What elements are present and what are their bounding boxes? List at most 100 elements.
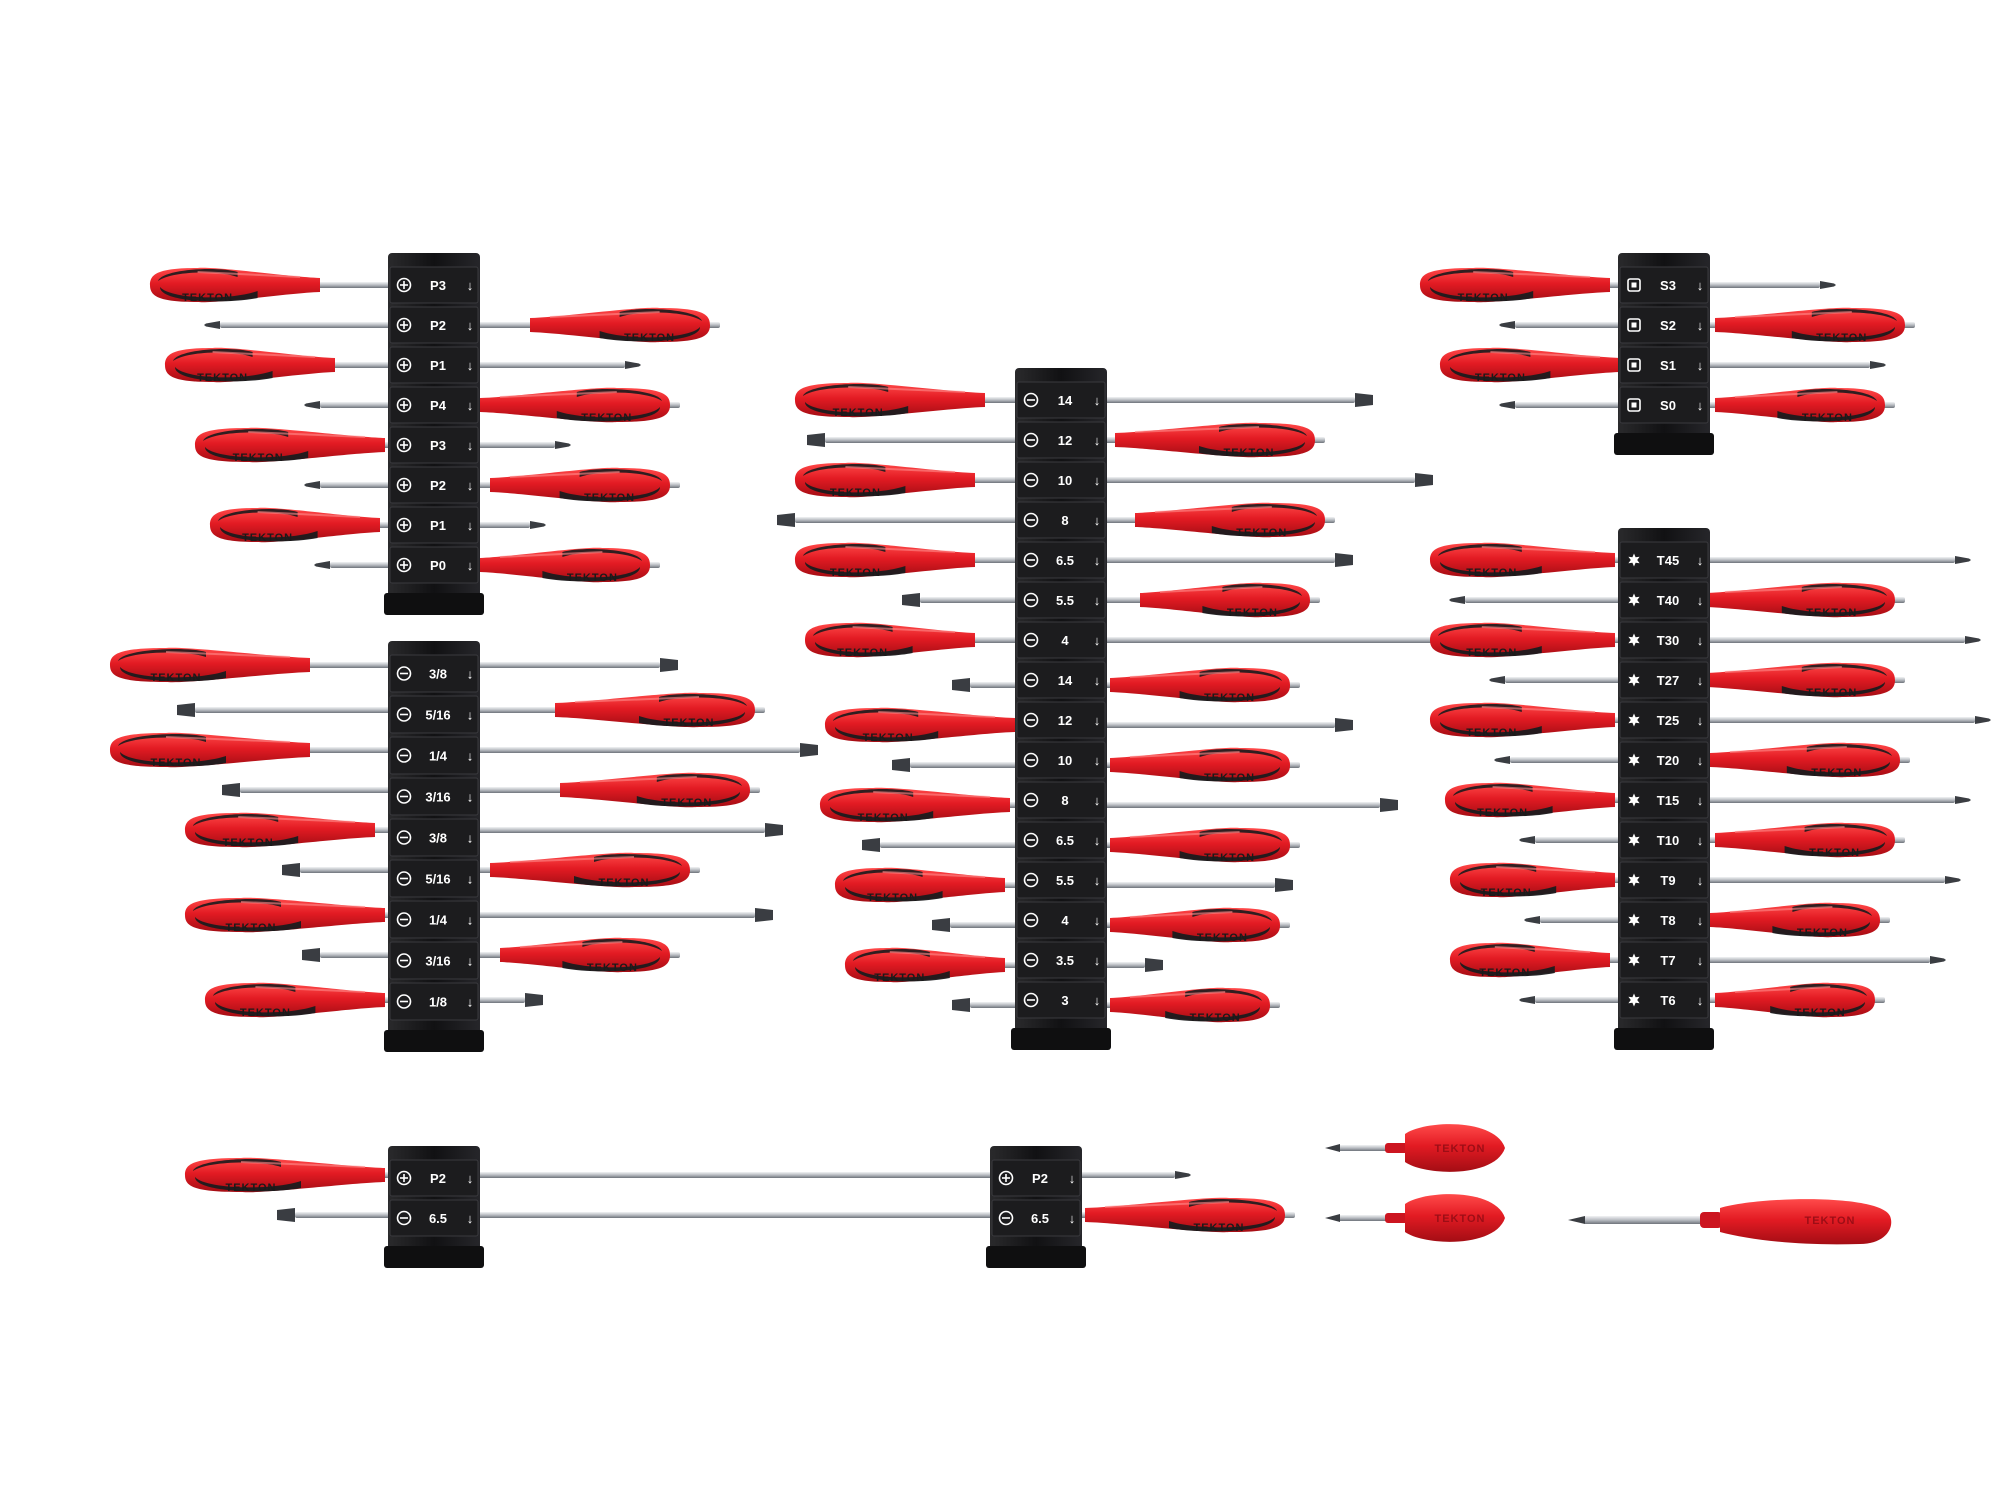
rack-label-text: T8 [1660,913,1675,928]
down-arrow-icon: ↓ [1697,713,1704,728]
down-arrow-icon: ↓ [1094,953,1101,968]
down-arrow-icon: ↓ [467,558,474,573]
rack-label-text: P3 [430,278,446,293]
rack-label-text: S1 [1660,358,1676,373]
rack-label-text: 8 [1061,793,1068,808]
brand-logo: TEKTON [1806,687,1857,699]
torx-icon [1628,553,1640,567]
rack-label: 6.5↓ [389,1199,479,1237]
square-screwdriver: TEKTON [1440,347,1886,384]
rack-label: P3↓ [389,266,479,304]
phillips-screwdriver: TEKTON [210,507,546,544]
brand-logo: TEKTON [661,797,712,809]
slotted-icon [1023,752,1039,768]
down-arrow-icon: ↓ [1094,833,1101,848]
down-arrow-icon: ↓ [467,318,474,333]
slotted-icon [396,789,412,804]
phillips-icon [998,1170,1014,1186]
slotted-icon [396,748,412,763]
rack-label-text: 6.5 [1056,833,1074,848]
rack-label-text: 6.5 [429,1211,447,1226]
rack-label: T9↓ [1619,861,1709,899]
down-arrow-icon: ↓ [1697,398,1704,413]
slotted-screwdriver: TEKTON [820,787,1398,824]
brand-logo: TEKTON [1204,692,1255,704]
brand-logo: TEKTON [242,532,293,544]
rack-phillips: P3↓P2↓P1↓P4↓P3↓P2↓P1↓P0↓ [384,253,484,615]
rack-slotted-metric: 14↓12↓10↓8↓6.5↓5.5↓4↓14↓12↓10↓8↓6.5↓5.5↓… [1011,368,1111,1050]
square-screwdriver: TEKTON [1499,307,1915,344]
rack-label: T27↓ [1619,661,1709,699]
phillips-icon [396,517,412,533]
slotted-icon [396,666,412,681]
rack-label: 5/16↓ [389,859,479,898]
phillips-screwdriver: TEKTON [150,267,416,304]
rack-torx: T45↓T40↓T30↓T27↓T25↓T20↓T15↓T10↓T9↓T8↓T7… [1614,528,1714,1050]
rack-label-text: 5/16 [425,708,450,723]
rack-label-text: P2 [1032,1171,1048,1186]
down-arrow-icon: ↓ [467,1171,474,1186]
down-arrow-icon: ↓ [1094,873,1101,888]
slotted-screwdriver: TEKTON [845,947,1163,984]
brand-logo: TEKTON [1816,332,1867,344]
rack-label: 1/8↓ [389,982,479,1021]
slotted-icon [396,830,412,845]
rack-label: 10↓ [1016,461,1106,499]
down-arrow-icon: ↓ [1697,358,1704,373]
brand-logo: TEKTON [150,757,201,769]
rack-label-text: 1/8 [429,995,447,1010]
rack-label-text: T6 [1660,993,1675,1008]
rack-label-text: P4 [430,398,447,413]
rack-label: T8↓ [1619,901,1709,939]
brand-logo: TEKTON [1809,847,1860,859]
rack-label: S3↓ [1619,266,1709,304]
rack-label-text: 6.5 [1031,1211,1049,1226]
brand-logo: TEKTON [624,332,675,344]
brand-logo: TEKTON [584,492,635,504]
slotted-icon [998,1210,1014,1226]
down-arrow-icon: ↓ [1697,553,1704,568]
brand-logo: TEKTON [1227,607,1278,619]
brand-logo: TEKTON [1479,967,1530,979]
down-arrow-icon: ↓ [1094,433,1101,448]
rack-label: P2↓ [389,466,479,504]
down-arrow-icon: ↓ [1094,633,1101,648]
slotted-screwdriver: TEKTON [807,422,1325,459]
down-arrow-icon: ↓ [1094,713,1101,728]
rack-label-text: T40 [1657,593,1679,608]
down-arrow-icon: ↓ [1094,913,1101,928]
brand-logo: TEKTON [1193,1222,1244,1234]
down-arrow-icon: ↓ [1697,993,1704,1008]
rack-label: 12↓ [1016,701,1106,739]
rack-label: S2↓ [1619,306,1709,344]
rack-label-text: 6.5 [1056,553,1074,568]
rack-label-text: S3 [1660,278,1676,293]
torx-icon [1628,833,1640,847]
rack-label-text: P0 [430,558,446,573]
down-arrow-icon: ↓ [1697,753,1704,768]
rack-label: 4↓ [1016,621,1106,659]
rack-label: 10↓ [1016,741,1106,779]
phillips-screwdriver: TEKTON [314,547,660,584]
rack-label: 3/16↓ [389,941,479,980]
brand-logo: TEKTON [581,412,632,424]
rack-label-text: 3 [1061,993,1068,1008]
rack-label: T45↓ [1619,541,1709,579]
down-arrow-icon: ↓ [1697,593,1704,608]
rack-label-text: 3/16 [425,790,450,805]
brand-logo: TEKTON [1802,412,1853,424]
phillips-icon [396,357,412,373]
rack-label: P3↓ [389,426,479,464]
brand-logo: TEKTON [1475,372,1526,384]
rack-label: T15↓ [1619,781,1709,819]
rack-label-text: 8 [1061,513,1068,528]
rack-label-text: 1/4 [429,913,448,928]
torx-icon [1628,953,1640,967]
square-drive-icon [1627,278,1641,292]
torx-icon [1628,753,1640,767]
slotted-screwdriver: TEKTON [932,907,1290,944]
down-arrow-icon: ↓ [467,913,474,928]
torx-icon [1628,713,1640,727]
rack-label-text: 1/4 [429,749,448,764]
